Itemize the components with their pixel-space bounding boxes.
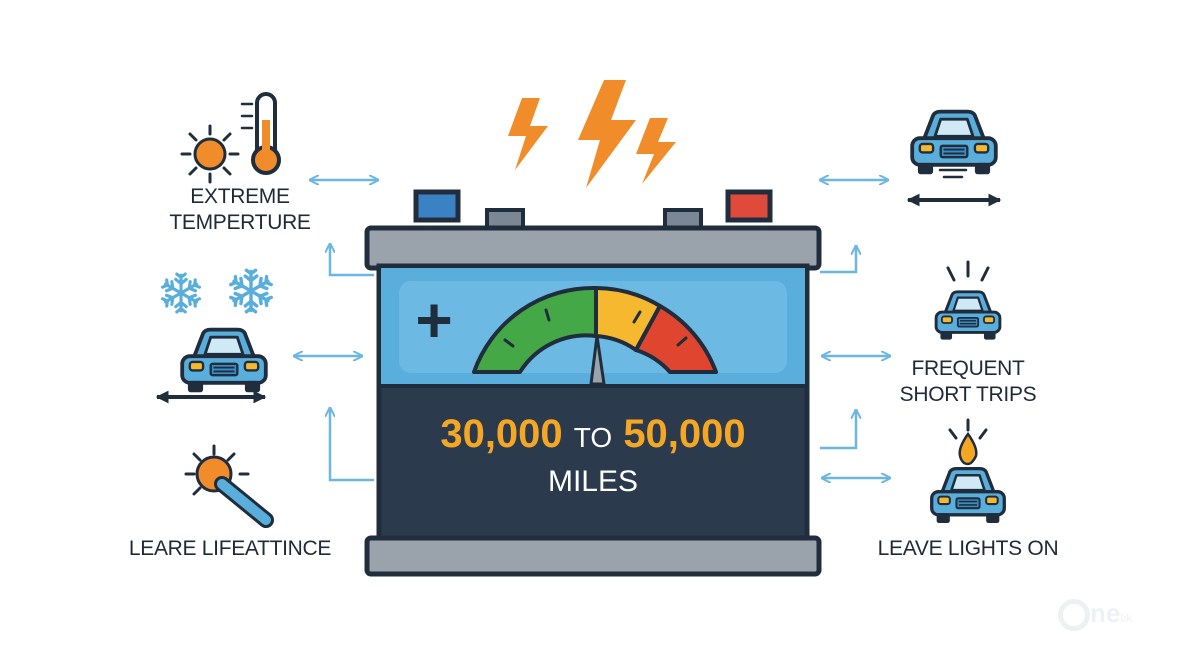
sun-thermometer-icon [180, 92, 281, 184]
battery-lid [364, 225, 822, 271]
negative-terminal [413, 189, 461, 223]
label-extreme-temperature: EXTREME TEMPERTURE [150, 184, 330, 236]
label-line: TEMPERTURE [169, 211, 311, 234]
watermark-brand: ne [1090, 598, 1121, 628]
mileage-range: 30,000 TO 50,000 [381, 410, 805, 462]
positive-terminal [725, 189, 773, 223]
label-frequent-short-trips: FREQUENT SHORT TRIPS [888, 356, 1048, 408]
lightning-icon [508, 80, 676, 188]
label-line: FREQUENT [911, 357, 1025, 380]
gauge-needle [589, 334, 606, 386]
car-alert-icon [934, 260, 1002, 342]
car-road-icon [906, 109, 1002, 207]
snowflake-car-icon [155, 270, 272, 404]
sun-wrench-icon [184, 444, 274, 528]
label-leave-lights-on: LEAVE LIGHTS ON [868, 536, 1068, 562]
range-joiner: TO [573, 422, 613, 453]
mileage-unit: MILES [547, 465, 639, 498]
car-flame-icon [929, 418, 1007, 525]
watermark-brand-small: tik [1120, 611, 1133, 625]
label-line: LEARE LIFEATTINCE [128, 537, 332, 560]
range-from: 30,000 [440, 412, 563, 456]
watermark-ring [1058, 599, 1090, 632]
range-to: 50,000 [623, 412, 746, 456]
label-line: LEAVE LIGHTS ON [877, 537, 1059, 560]
charge-gauge [472, 285, 718, 386]
label-line: SHORT TRIPS [899, 383, 1037, 406]
label-line: EXTREME [190, 185, 290, 208]
battery-base [364, 535, 822, 577]
label-leare-lifeattince: LEARE LIFEATTINCE [120, 536, 340, 562]
watermark-logo: netik [1058, 598, 1133, 632]
connector-arrows [294, 180, 890, 480]
plus-symbol: + [415, 284, 453, 356]
battery [364, 189, 822, 577]
